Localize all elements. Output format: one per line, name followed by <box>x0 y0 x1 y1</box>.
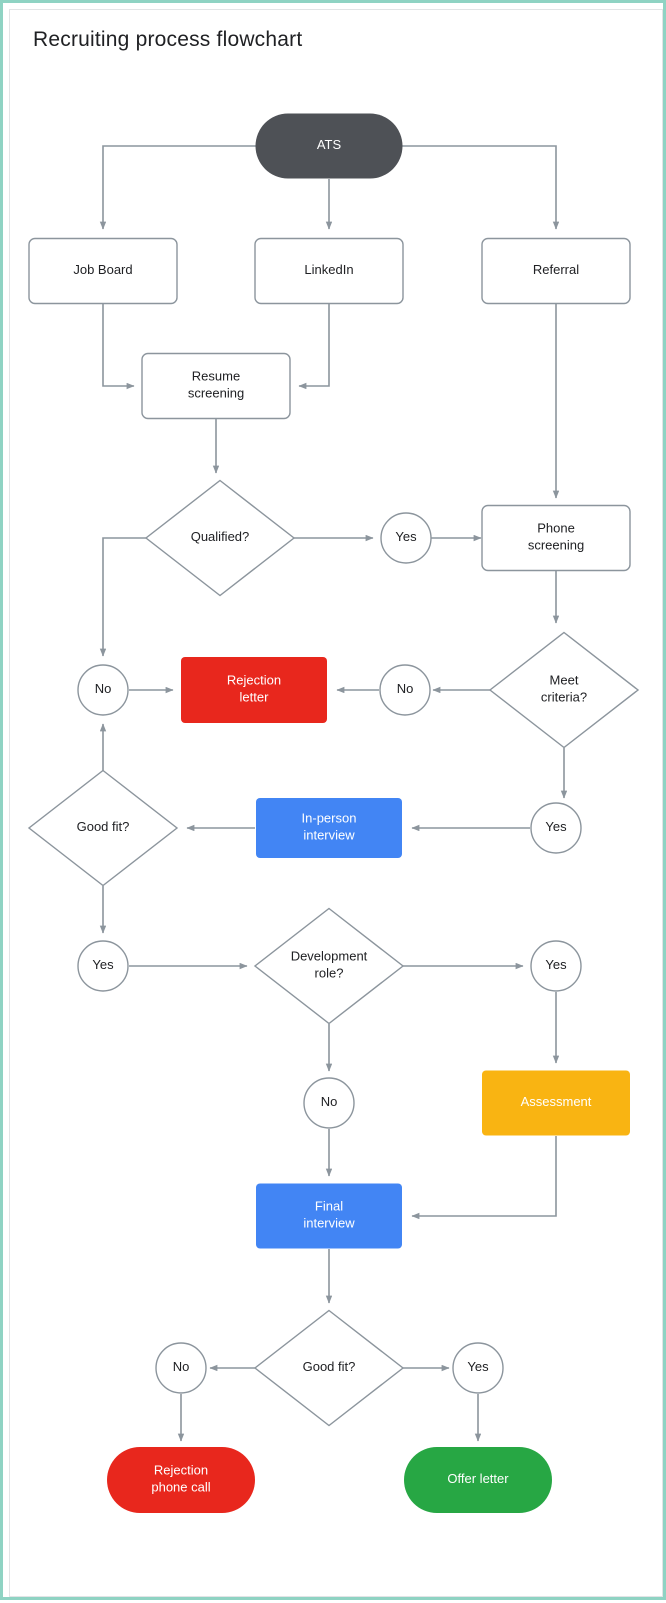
node-shape-final_no <box>155 1342 207 1394</box>
edge-ats-to-referral <box>329 145 560 230</box>
node-assessment[interactable]: Assessment <box>482 1070 630 1136</box>
edges-layer <box>99 145 568 1442</box>
node-qualified[interactable]: Qualified? <box>144 479 296 597</box>
node-label-job_board: Job Board <box>73 262 132 277</box>
node-label-dev_no: No <box>321 1094 338 1109</box>
node-label-qualified_no: No <box>95 681 112 696</box>
node-shape-rejection_phone_call <box>107 1447 255 1513</box>
node-shape-meet_criteria <box>488 631 640 749</box>
edge-qualified-to-no <box>99 537 146 657</box>
node-shape-good_fit_1 <box>27 769 179 887</box>
node-shape-final_yes <box>452 1342 504 1394</box>
node-shape-referral <box>481 237 631 305</box>
node-shape-qualified_yes <box>380 512 432 564</box>
node-final_yes[interactable]: Yes <box>452 1342 504 1394</box>
node-qualified_no[interactable]: No <box>77 664 129 716</box>
node-offer_letter[interactable]: Offer letter <box>404 1447 552 1513</box>
node-label-assessment: Assessment <box>521 1094 592 1109</box>
node-shape-offer_letter <box>404 1447 552 1513</box>
page-title: Recruiting process flowchart <box>33 28 303 51</box>
node-shape-resume_screening <box>141 352 291 420</box>
node-label-good_fit_1_yes: Yes <box>92 957 114 972</box>
node-dev_yes[interactable]: Yes <box>530 940 582 992</box>
node-shape-dev_yes <box>530 940 582 992</box>
node-shape-in_person_interview <box>256 798 402 858</box>
node-criteria_no[interactable]: No <box>379 664 431 716</box>
node-shape-linkedin <box>254 237 404 305</box>
node-shape-assessment <box>482 1070 630 1136</box>
node-shape-qualified <box>144 479 296 597</box>
node-shape-final_interview <box>256 1183 402 1249</box>
node-label-dev_yes: Yes <box>545 957 567 972</box>
node-shape-qualified_no <box>77 664 129 716</box>
node-dev_no[interactable]: No <box>303 1077 355 1129</box>
node-label-criteria_no: No <box>397 681 414 696</box>
node-shape-rejection_letter <box>181 657 327 723</box>
node-good_fit_2[interactable]: Good fit? <box>253 1309 405 1427</box>
node-label-qualified: Qualified? <box>191 529 250 544</box>
node-shape-good_fit_1_yes <box>77 940 129 992</box>
node-shape-criteria_yes <box>530 802 582 854</box>
node-label-offer_letter: Offer letter <box>447 1471 509 1486</box>
edge-linkedin-to-resume-screening <box>298 304 330 390</box>
node-job_board[interactable]: Job Board <box>28 237 178 305</box>
node-shape-ats <box>255 113 403 179</box>
node-label-linkedin: LinkedIn <box>304 262 353 277</box>
node-label-good_fit_2: Good fit? <box>303 1359 356 1374</box>
node-label-referral: Referral <box>533 262 579 277</box>
node-label-final_no: No <box>173 1359 190 1374</box>
node-shape-job_board <box>28 237 178 305</box>
node-linkedin[interactable]: LinkedIn <box>254 237 404 305</box>
node-shape-development_role <box>253 907 405 1025</box>
node-shape-dev_no <box>303 1077 355 1129</box>
node-shape-criteria_no <box>379 664 431 716</box>
node-label-good_fit_1: Good fit? <box>77 819 130 834</box>
node-criteria_yes[interactable]: Yes <box>530 802 582 854</box>
node-final_no[interactable]: No <box>155 1342 207 1394</box>
node-label-criteria_yes: Yes <box>545 819 567 834</box>
edge-assessment-to-final-interview <box>411 1136 557 1220</box>
node-good_fit_1[interactable]: Good fit? <box>27 769 179 887</box>
node-shape-phone_screening <box>481 504 631 572</box>
node-qualified_yes[interactable]: Yes <box>380 512 432 564</box>
node-good_fit_1_yes[interactable]: Yes <box>77 940 129 992</box>
node-referral[interactable]: Referral <box>481 237 631 305</box>
node-label-ats: ATS <box>317 137 342 152</box>
edge-job-board-to-resume-screening <box>102 304 135 390</box>
edge-ats-to-job-board <box>99 145 329 230</box>
node-shape-good_fit_2 <box>253 1309 405 1427</box>
node-ats[interactable]: ATS <box>255 113 403 179</box>
node-label-qualified_yes: Yes <box>395 529 417 544</box>
node-label-final_yes: Yes <box>467 1359 489 1374</box>
